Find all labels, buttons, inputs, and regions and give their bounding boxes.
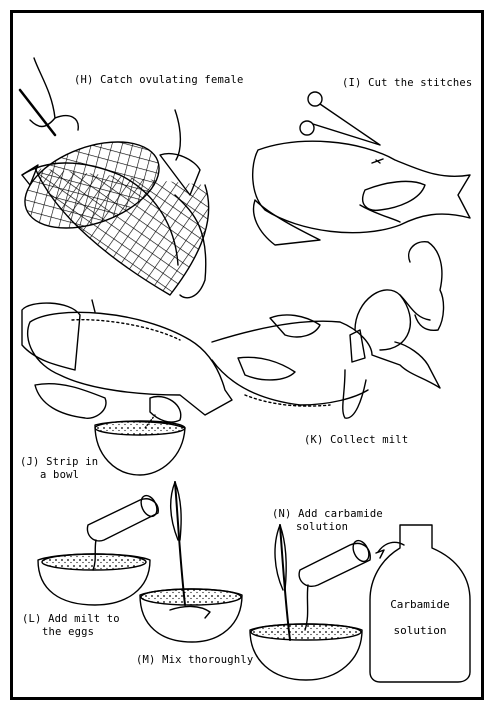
bottle-label-line2: solution	[393, 624, 447, 637]
bottle-label: Carbamide solution	[375, 592, 465, 644]
caption-n-line2: solution	[296, 521, 349, 533]
panel-l-drawing	[37, 494, 159, 606]
caption-l-line2: the eggs	[42, 626, 95, 638]
panel-n-drawing	[249, 524, 471, 683]
bottle-label-line1: Carbamide	[390, 598, 450, 611]
caption-m: (M) Mix thoroughly	[136, 654, 254, 666]
caption-h: (H) Catch ovulating female	[74, 74, 244, 86]
caption-j-line2: a bowl	[40, 469, 80, 481]
panel-m-drawing	[139, 481, 243, 643]
caption-i: (I) Cut the stitches	[342, 77, 473, 89]
panel-i-drawing	[251, 91, 471, 246]
caption-k: (K) Collect milt	[304, 434, 409, 446]
panel-j-drawing	[21, 299, 233, 476]
caption-n-line1: (N) Add carbamide	[272, 508, 383, 520]
panel-h-drawing	[18, 57, 210, 299]
panel-k-drawing	[211, 241, 445, 419]
caption-j-line1: (J) Strip in	[20, 456, 99, 468]
border-frame	[10, 10, 484, 700]
caption-l-line1: (L) Add milt to	[22, 613, 120, 625]
